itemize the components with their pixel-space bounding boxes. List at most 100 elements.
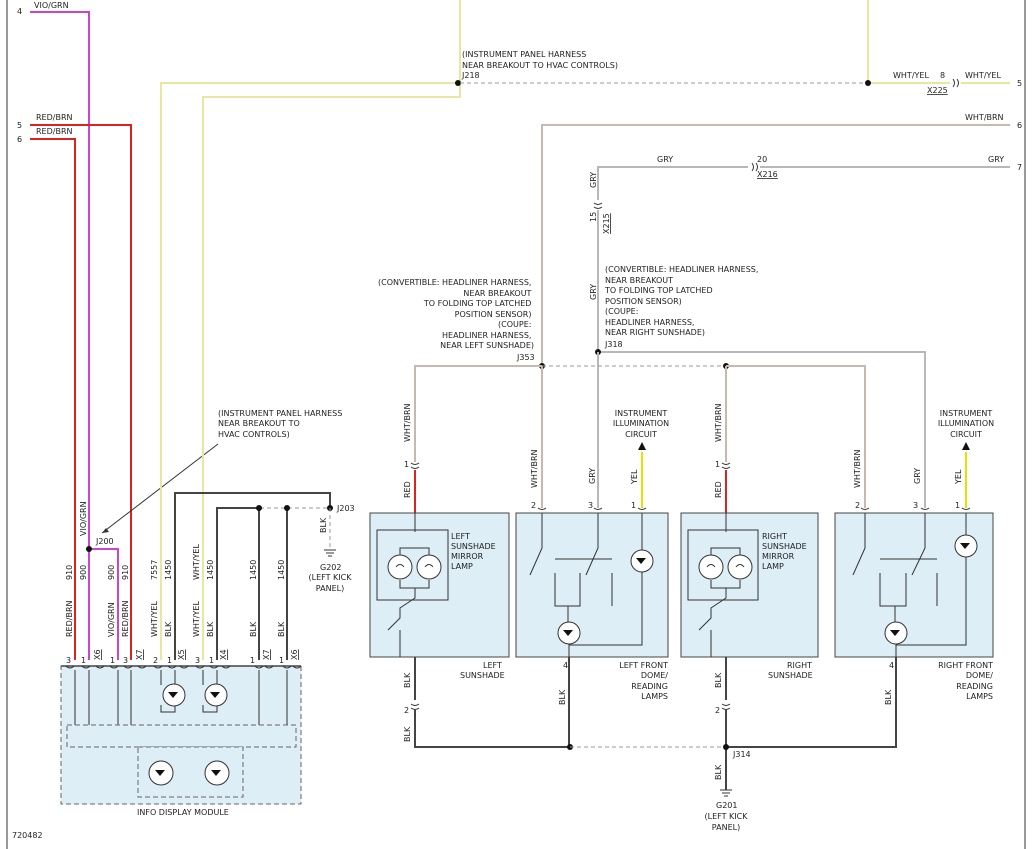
arrow-up-icon — [962, 442, 970, 450]
wire-color-label: BLK — [884, 689, 893, 705]
bulb-icon — [698, 554, 724, 580]
pin-number: 1 — [631, 501, 636, 510]
connector-pin: 15 — [589, 212, 598, 222]
edge-wire-6: 6 RED/BRN — [17, 127, 76, 660]
pin-number: 2 — [404, 706, 409, 715]
bulb-filament — [706, 564, 745, 568]
bulb-filament — [395, 564, 434, 568]
splice-j218 — [455, 80, 461, 86]
pin-number: X7 — [262, 649, 271, 660]
wire-color-label: VIO/GRN — [79, 501, 88, 536]
led-arrow — [155, 770, 221, 776]
ground-icon — [324, 549, 336, 557]
ground-label: G201 — [716, 801, 737, 810]
left-dome-box — [515, 512, 669, 658]
pin-number: X5 — [177, 649, 186, 660]
pin-number: 4 — [563, 661, 568, 670]
splice-dot — [284, 505, 290, 511]
connector-pin: 20 — [757, 155, 767, 164]
splice-label: J203 — [336, 504, 355, 513]
wire-color-label: GRY — [589, 172, 598, 188]
circuit-number: 900 — [107, 565, 116, 580]
diagram-id: 720482 — [12, 831, 43, 840]
connector-pin: 8 — [940, 71, 945, 80]
dome-wiring — [895, 513, 967, 657]
dome-wiring — [568, 513, 643, 657]
wire-color-label: GRY — [657, 155, 673, 164]
splice-label: J314 — [732, 750, 751, 759]
pin-number: 2 — [531, 501, 536, 510]
edge-num: 5 — [1017, 79, 1022, 88]
wire-color-label: RED — [403, 481, 412, 498]
circuit-number: 1450 — [206, 560, 215, 580]
wire-color-label: BLK — [319, 517, 328, 533]
splice-label: J218 — [461, 71, 480, 80]
pin-number: 1 — [81, 656, 86, 665]
connector-symbol — [751, 162, 758, 172]
wire-color-label: BLK — [249, 621, 258, 637]
led-arrow — [168, 692, 220, 698]
wire-color-label: BLK — [164, 621, 173, 637]
pin-number: 1 — [110, 656, 115, 665]
wire-color-label: YEL — [630, 469, 639, 485]
pin-number: 3 — [195, 656, 200, 665]
wire-color-label: RED/BRN — [121, 600, 130, 637]
splice-label: J200 — [95, 537, 114, 546]
pin-number: X4 — [219, 649, 228, 660]
left-sunshade-wiring: WHT/BRN 1 RED — [403, 403, 420, 513]
wire-color-label: WHT/BRN — [965, 113, 1004, 122]
wire-color-label: WHT/BRN — [530, 449, 539, 488]
module-internal-wiring — [74, 670, 288, 725]
wire-color-label: WHT/YEL — [192, 544, 201, 580]
pin-number: 1 — [167, 656, 172, 665]
wire-color-label: BLK — [277, 621, 286, 637]
wire-color-label: BLK — [403, 726, 412, 742]
arrow-head — [102, 528, 109, 533]
pin-number: X7 — [135, 649, 144, 660]
pin-number: 1 — [715, 460, 720, 469]
splice-label: J318 — [604, 340, 623, 349]
pin-number: 2 — [855, 501, 860, 510]
wire-color-label: WHT/YEL — [893, 71, 929, 80]
connector-symbol — [721, 462, 731, 469]
j218-note: (INSTRUMENT PANEL HARNESS NEAR BREAKOUT … — [462, 50, 618, 70]
connector-symbol — [721, 703, 731, 710]
ground-label: G202 — [320, 563, 341, 572]
connector-symbol — [860, 507, 971, 510]
wire-color-label: WHT/BRN — [714, 403, 723, 442]
edge-num: 5 — [17, 121, 22, 130]
module-wire-labels: 910 RED/BRN 900 VIO/GRN 900 VIO/GRN 910 … — [65, 501, 286, 637]
module-connector-pins — [65, 665, 302, 669]
wire-color-label: RED/BRN — [36, 113, 73, 122]
circuit-number: 900 — [79, 565, 88, 580]
wire-color-label: BLK — [558, 689, 567, 705]
connector-symbol — [410, 462, 420, 469]
connector-symbol — [593, 202, 603, 209]
pin-number: X6 — [93, 649, 102, 660]
circuit-number: 910 — [121, 565, 130, 580]
bulb-icon — [727, 554, 753, 580]
pin-number: 4 — [889, 661, 894, 670]
pin-number: 3 — [123, 656, 128, 665]
bulb-icon — [416, 554, 442, 580]
pin-number: 3 — [66, 656, 71, 665]
splice-label: J353 — [516, 353, 535, 362]
wire-color-label: GRY — [988, 155, 1004, 164]
connector-x225: X225 — [927, 86, 948, 95]
wire-color-label: WHT/YEL — [150, 601, 159, 637]
connector-x216: X216 — [757, 170, 778, 179]
wire-color-label: GRY — [588, 468, 597, 484]
switch-wiring — [387, 513, 430, 657]
splice-j314 — [723, 744, 729, 750]
bulb-icon — [387, 554, 413, 580]
j200-note: (INSTRUMENT PANEL HARNESS NEAR BREAKOUT … — [218, 409, 345, 439]
wire-color-label: RED/BRN — [36, 127, 73, 136]
wire-color-label: VIO/GRN — [34, 1, 69, 10]
connector-symbol — [537, 507, 647, 510]
